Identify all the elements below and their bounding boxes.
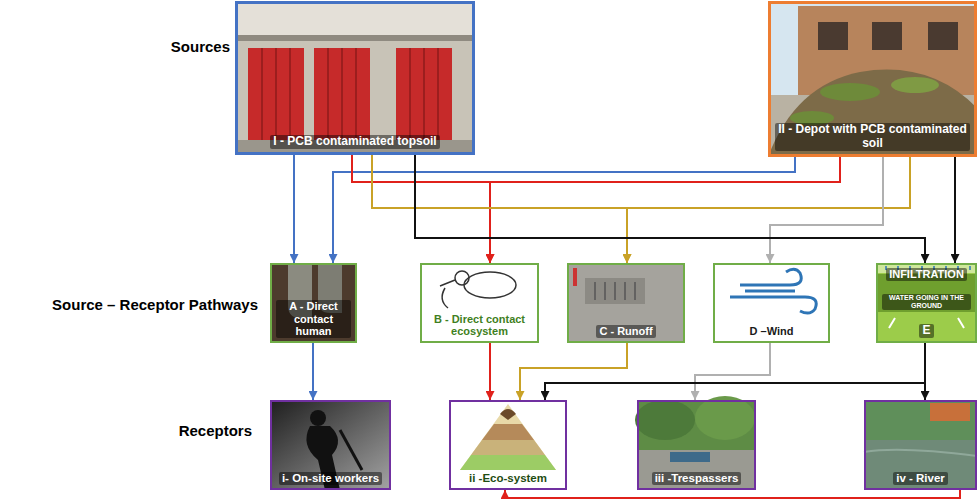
pathway-arrow xyxy=(520,343,627,400)
node-label: i- On-site workers xyxy=(279,472,382,485)
wind-symbol xyxy=(713,263,830,343)
infiltration-picture xyxy=(876,263,977,343)
node-label: WATER GOING IN THE GROUND xyxy=(882,294,971,310)
source-box: II - Depot with PCB contaminated soil xyxy=(768,1,977,157)
row-label: Receptors xyxy=(0,422,252,439)
row-label: Source – Receptor Pathways xyxy=(0,296,258,313)
pathway-arrow xyxy=(312,343,314,400)
pathway-arrow xyxy=(954,157,956,263)
receptor-box: i- On-site workers xyxy=(270,400,391,490)
receptor-box: iv - River xyxy=(864,400,977,490)
energy-pyramid xyxy=(449,400,567,490)
garage-photo xyxy=(235,1,475,155)
node-label: D –Wind xyxy=(747,325,797,338)
worker-photo xyxy=(270,400,391,490)
pathway-arrow xyxy=(333,157,795,263)
node-label: II - Depot with PCB contaminated soil xyxy=(775,123,970,151)
pathway-arrow xyxy=(627,157,910,263)
park-photo xyxy=(635,396,756,490)
river-photo xyxy=(864,400,977,490)
row-label: Sources xyxy=(0,38,230,55)
node-label: iv - River xyxy=(893,472,948,485)
node-label: E xyxy=(919,324,933,338)
pathway-arrow xyxy=(695,343,770,400)
pathway-arrow xyxy=(415,155,925,263)
bird-sketch xyxy=(420,263,539,343)
pathway-arrow xyxy=(293,155,295,263)
node-label: iii -Trespassers xyxy=(652,472,742,485)
pathway-box: C - Runoff xyxy=(567,263,685,343)
pathway-arrow xyxy=(489,343,491,400)
node-label: INFILTRATION xyxy=(886,268,967,281)
pathway-box: INFILTRATION WATER GOING IN THE GROUND E xyxy=(876,263,977,343)
node-label: I - PCB contaminated topsoil xyxy=(270,135,439,149)
pathway-arrow xyxy=(372,155,627,263)
pathway-arrow xyxy=(545,343,925,400)
pathway-arrow xyxy=(770,157,883,263)
node-label: A - Direct contact human xyxy=(276,300,351,338)
runoff-photo xyxy=(567,263,685,343)
node-label: ii -Eco-system xyxy=(466,472,550,485)
receptor-box: ii -Eco-system xyxy=(449,400,567,490)
depot-photo xyxy=(768,1,977,157)
pathway-arrow xyxy=(490,157,840,263)
pathway-box: B - Direct contact ecosystem xyxy=(420,263,539,343)
pathway-box: D –Wind xyxy=(713,263,830,343)
node-label: B - Direct contact ecosystem xyxy=(426,313,533,338)
receptor-box: iii -Trespassers xyxy=(637,400,756,490)
pathway-arrow xyxy=(505,490,960,498)
pathway-arrow xyxy=(924,343,926,400)
node-label: C - Runoff xyxy=(596,325,655,338)
boots-photo xyxy=(270,263,357,343)
pathway-box: A - Direct contact human xyxy=(270,263,357,343)
source-box: I - PCB contaminated topsoil xyxy=(235,1,475,155)
